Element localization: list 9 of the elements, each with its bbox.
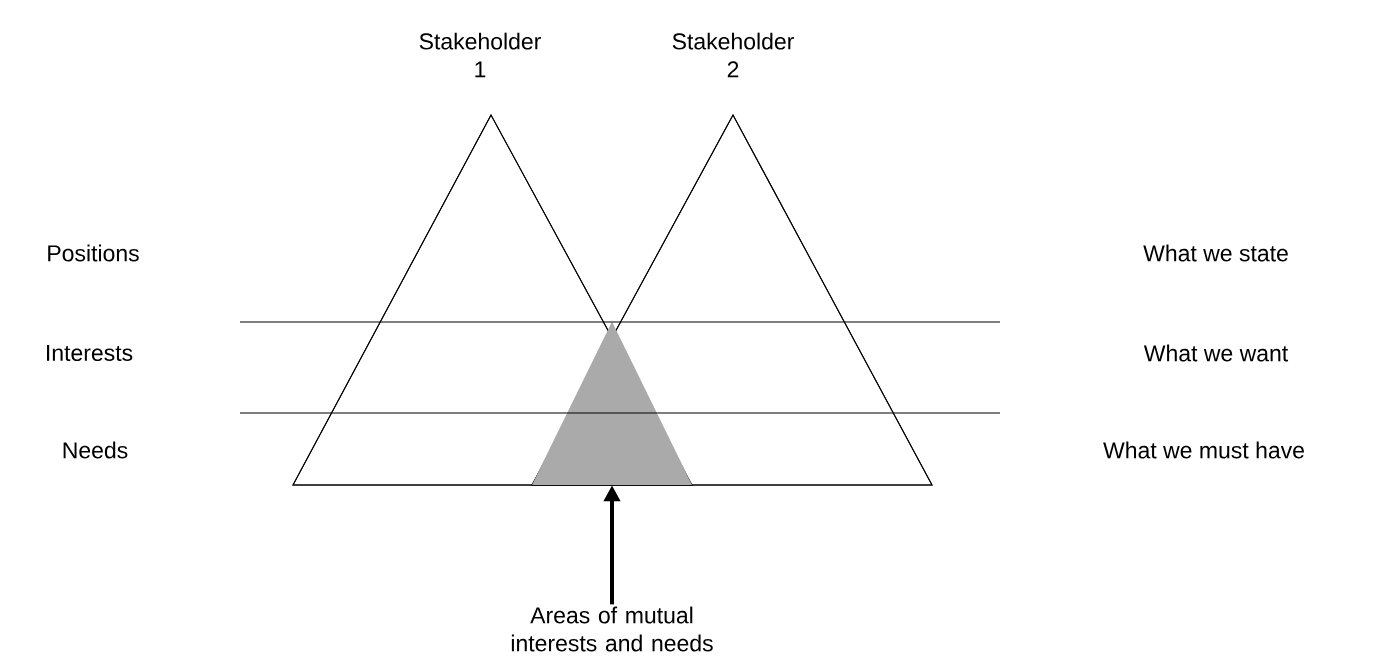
heading: Stakeholder 1 [419, 32, 541, 78]
side-label: What we must have [1103, 441, 1304, 459]
side-label: Needs [63, 441, 128, 459]
side-label: Positions [48, 244, 139, 262]
side-label: Interests [47, 345, 133, 361]
side-label: What we want [1143, 344, 1289, 362]
side-label: What we state [1143, 244, 1288, 262]
callout-text: Areas of mutual interests and needs [511, 606, 713, 652]
heading: Stakeholder 2 [672, 32, 794, 78]
